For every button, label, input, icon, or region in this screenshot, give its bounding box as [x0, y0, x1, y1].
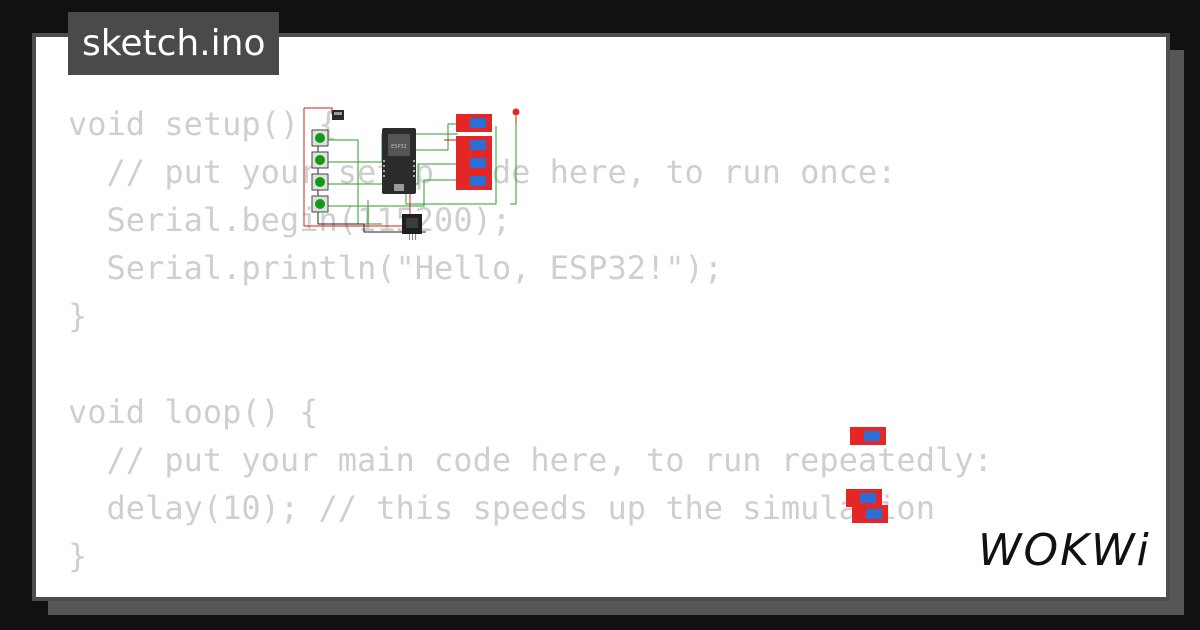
wokwi-logo: WOKWi [978, 526, 1151, 576]
wire [328, 179, 458, 207]
code-line: void loop() { [68, 393, 319, 431]
button-cap [315, 155, 325, 165]
esp32-board: ESP32 [382, 128, 416, 194]
code-line: void setup() { [68, 105, 338, 143]
logo-text: WOKWi [978, 525, 1151, 576]
button-cap [315, 133, 325, 143]
wire [398, 123, 458, 151]
relay-coil [470, 118, 486, 128]
wire [304, 107, 333, 114]
code-line: // put your setup code here, to run once… [106, 153, 897, 191]
code-line: } [68, 537, 88, 575]
sensor-module [402, 214, 422, 240]
code-line [68, 340, 993, 388]
preview-card [32, 33, 1170, 601]
sensor-pins [334, 112, 342, 115]
relay-coil [470, 140, 486, 150]
board-pins [383, 160, 415, 177]
loose-relays [846, 427, 888, 523]
relay-coil [860, 493, 876, 503]
wire [328, 163, 458, 185]
relay-coil [864, 431, 880, 441]
wire [510, 124, 517, 205]
relay-stack [456, 114, 492, 190]
board-label: ESP32 [391, 144, 407, 150]
wire [328, 139, 368, 225]
code-line: } [68, 297, 88, 335]
board-shield [388, 134, 410, 156]
code-line: delay(10); // this speeds up the simulat… [68, 489, 935, 527]
relay-coil [866, 509, 882, 519]
usb-port [394, 184, 404, 191]
code-block: void setup() { // put your setup code he… [68, 100, 993, 580]
code-line: Serial.begin(115200); [68, 201, 512, 239]
code-line: // put your main code here, to run repea… [68, 441, 993, 479]
relay-coil [470, 158, 486, 168]
code-line: Serial.println("Hello, ESP32!"); [68, 249, 724, 287]
button-cap [315, 199, 325, 209]
resistor [515, 116, 517, 124]
sensor-grid [406, 218, 418, 228]
push-buttons [311, 129, 329, 213]
wire [367, 200, 382, 225]
relay-coil [470, 176, 486, 186]
filename-label: sketch.ino [82, 23, 266, 64]
filename-tab[interactable]: sketch.ino [68, 12, 280, 75]
led-bulb[interactable] [512, 108, 520, 116]
button-cap [315, 177, 325, 187]
led [512, 108, 520, 124]
wire [405, 126, 497, 205]
circuit-diagram: ESP32 [303, 107, 520, 240]
